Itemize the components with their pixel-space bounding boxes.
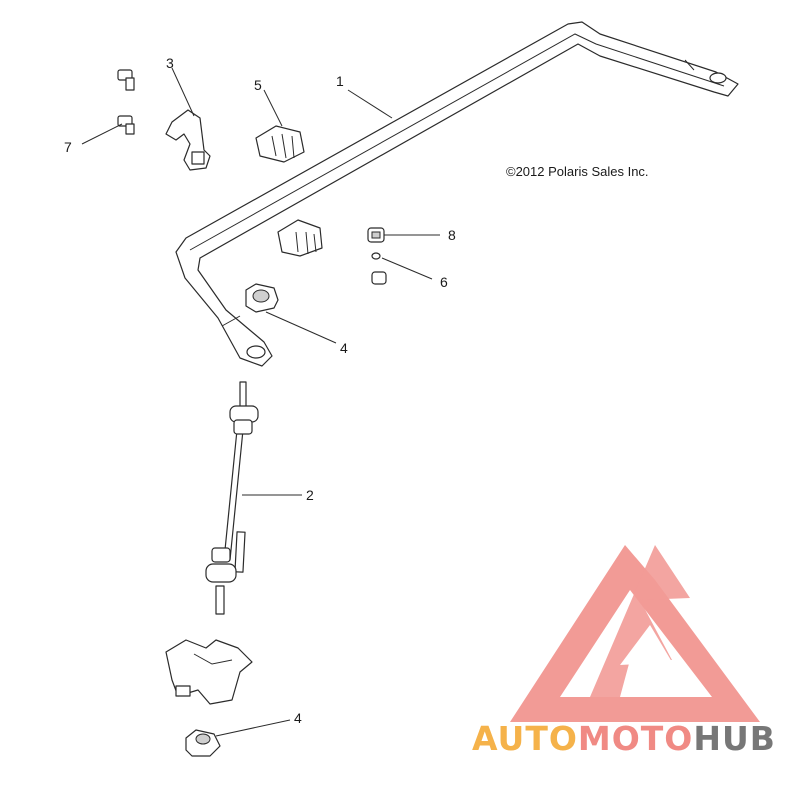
nut-8 <box>367 227 385 243</box>
callout-8: 8 <box>448 227 456 243</box>
leader-4b <box>215 719 291 737</box>
watermark-auto: AUTO <box>472 719 578 758</box>
callout-5: 5 <box>254 77 262 93</box>
bushing-lower <box>277 219 323 257</box>
logo-inner-notch <box>620 625 672 665</box>
leader-6 <box>381 257 433 280</box>
leader-3 <box>171 67 195 117</box>
rubber-mount-lower <box>185 729 221 757</box>
bolt-lower <box>117 115 135 135</box>
callout-1: 1 <box>336 73 344 89</box>
mount-bracket <box>165 639 253 705</box>
leader-5 <box>263 89 283 127</box>
callout-3: 3 <box>166 55 174 71</box>
watermark-hub: HUB <box>693 719 776 758</box>
copyright-notice: ©2012 Polaris Sales Inc. <box>506 164 649 179</box>
callout-6: 6 <box>440 274 448 290</box>
callout-7: 7 <box>64 139 72 155</box>
leader-1 <box>347 89 393 119</box>
clamp <box>165 109 211 171</box>
stabilizer-bar <box>175 21 739 367</box>
logo-outer-triangle <box>510 545 760 722</box>
callout-4b: 4 <box>294 710 302 726</box>
nut-6 <box>371 271 387 285</box>
washer-6a <box>371 252 381 260</box>
leader-7 <box>81 123 123 145</box>
leader-4a <box>265 311 337 344</box>
rubber-mount-upper <box>245 283 279 313</box>
link-rod <box>205 381 259 615</box>
watermark-logo-icon <box>510 545 760 722</box>
bolt-upper <box>117 69 135 91</box>
callout-4a: 4 <box>340 340 348 356</box>
callout-2: 2 <box>306 487 314 503</box>
bushing-upper <box>255 125 305 163</box>
watermark-text: AUTOMOTOHUB <box>472 719 776 758</box>
watermark-moto: MOTO <box>578 719 693 758</box>
